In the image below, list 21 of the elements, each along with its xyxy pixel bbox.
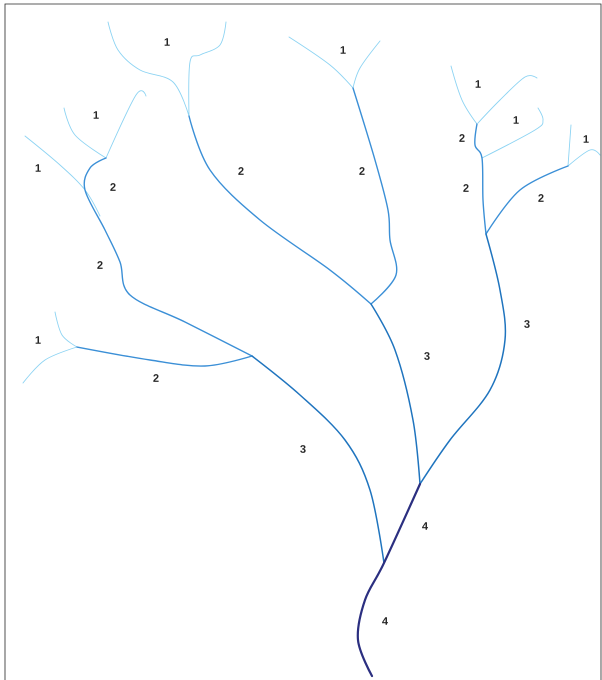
stream-order-label: 2 <box>238 167 244 175</box>
stream-order-label: 1 <box>94 111 99 119</box>
stream-order-label: 2 <box>359 167 365 175</box>
stream-order-label: 2 <box>153 374 159 382</box>
stream-order-label: 2 <box>110 183 116 191</box>
stream-order-label: 1 <box>164 38 170 46</box>
stream-order-label: 1 <box>584 135 589 143</box>
stream-order-label: 2 <box>459 134 465 142</box>
stream-order-label: 2 <box>538 194 544 202</box>
stream-order-label: 4 <box>422 522 428 530</box>
stream-order-label: 2 <box>97 261 103 269</box>
stream-order-label: 1 <box>514 116 519 124</box>
stream-order-label: 1 <box>36 164 41 172</box>
stream-order-label: 4 <box>382 617 388 625</box>
stream-order-label: 3 <box>524 320 530 328</box>
stream-order-label: 3 <box>300 445 306 453</box>
stream-order-label: 1 <box>340 46 346 54</box>
stream-order-label: 1 <box>476 80 481 88</box>
stream-order-label: 2 <box>463 184 469 192</box>
stream-order-label: 1 <box>36 336 41 344</box>
stream-order-label: 3 <box>424 352 430 360</box>
